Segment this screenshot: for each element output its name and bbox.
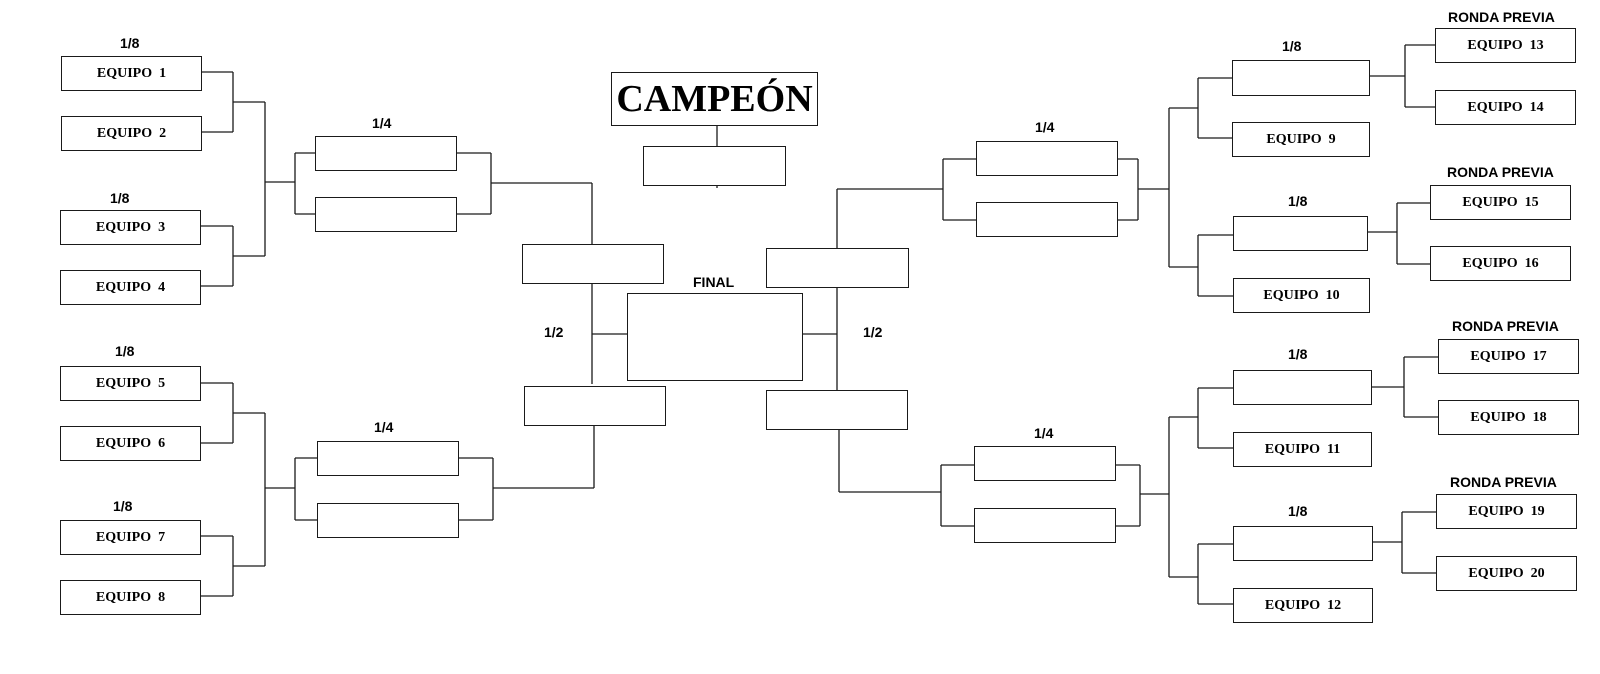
champion-title: CAMPEÓN — [611, 72, 818, 126]
round-label-eighth: 1/8 — [115, 343, 135, 359]
semifinal-slot[interactable] — [766, 390, 908, 430]
semifinal-slot[interactable] — [522, 244, 664, 284]
round-label-prelim: RONDA PREVIA — [1448, 9, 1555, 25]
round-of-16-slot[interactable] — [1232, 60, 1370, 96]
team-slot[interactable]: EQUIPO 11 — [1233, 432, 1372, 467]
team-slot[interactable]: EQUIPO 9 — [1232, 122, 1370, 157]
team-slot[interactable]: EQUIPO 18 — [1438, 400, 1579, 435]
final-slot[interactable] — [627, 293, 803, 381]
team-slot[interactable]: EQUIPO 10 — [1233, 278, 1370, 313]
team-slot[interactable]: EQUIPO 19 — [1436, 494, 1577, 529]
team-slot[interactable]: EQUIPO 17 — [1438, 339, 1579, 374]
round-label-prelim: RONDA PREVIA — [1447, 164, 1554, 180]
round-label-quarter: 1/4 — [372, 115, 392, 131]
team-slot[interactable]: EQUIPO 1 — [61, 56, 202, 91]
round-of-16-slot[interactable] — [1233, 370, 1372, 405]
quarterfinal-slot[interactable] — [974, 446, 1116, 481]
quarterfinal-slot[interactable] — [976, 202, 1118, 237]
round-label-semi: 1/2 — [863, 324, 883, 340]
team-slot[interactable]: EQUIPO 20 — [1436, 556, 1577, 591]
round-label-eighth: 1/8 — [113, 498, 133, 514]
semifinal-slot[interactable] — [766, 248, 909, 288]
team-slot[interactable]: EQUIPO 3 — [60, 210, 201, 245]
round-label-eighth: 1/8 — [120, 35, 140, 51]
round-label-eighth: 1/8 — [1288, 503, 1308, 519]
round-label-quarter: 1/4 — [1035, 119, 1055, 135]
round-label-quarter: 1/4 — [374, 419, 394, 435]
team-slot[interactable]: EQUIPO 4 — [60, 270, 201, 305]
team-slot[interactable]: EQUIPO 5 — [60, 366, 201, 401]
team-slot[interactable]: EQUIPO 16 — [1430, 246, 1571, 281]
team-slot[interactable]: EQUIPO 7 — [60, 520, 201, 555]
round-label-eighth: 1/8 — [110, 190, 130, 206]
quarterfinal-slot[interactable] — [315, 136, 457, 171]
round-of-16-slot[interactable] — [1233, 526, 1373, 561]
round-label-prelim: RONDA PREVIA — [1450, 474, 1557, 490]
team-slot[interactable]: EQUIPO 8 — [60, 580, 201, 615]
team-slot[interactable]: EQUIPO 6 — [60, 426, 201, 461]
champion-slot[interactable] — [643, 146, 786, 186]
quarterfinal-slot[interactable] — [315, 197, 457, 232]
round-label-final: FINAL — [693, 274, 735, 290]
round-label-semi: 1/2 — [544, 324, 564, 340]
round-label-prelim: RONDA PREVIA — [1452, 318, 1559, 334]
team-slot[interactable]: EQUIPO 13 — [1435, 28, 1576, 63]
round-label-eighth: 1/8 — [1288, 346, 1308, 362]
team-slot[interactable]: EQUIPO 2 — [61, 116, 202, 151]
round-label-eighth: 1/8 — [1282, 38, 1302, 54]
round-label-eighth: 1/8 — [1288, 193, 1308, 209]
team-slot[interactable]: EQUIPO 12 — [1233, 588, 1373, 623]
quarterfinal-slot[interactable] — [976, 141, 1118, 176]
team-slot[interactable]: EQUIPO 15 — [1430, 185, 1571, 220]
semifinal-slot[interactable] — [524, 386, 666, 426]
quarterfinal-slot[interactable] — [974, 508, 1116, 543]
quarterfinal-slot[interactable] — [317, 503, 459, 538]
quarterfinal-slot[interactable] — [317, 441, 459, 476]
round-label-quarter: 1/4 — [1034, 425, 1054, 441]
round-of-16-slot[interactable] — [1233, 216, 1368, 251]
team-slot[interactable]: EQUIPO 14 — [1435, 90, 1576, 125]
